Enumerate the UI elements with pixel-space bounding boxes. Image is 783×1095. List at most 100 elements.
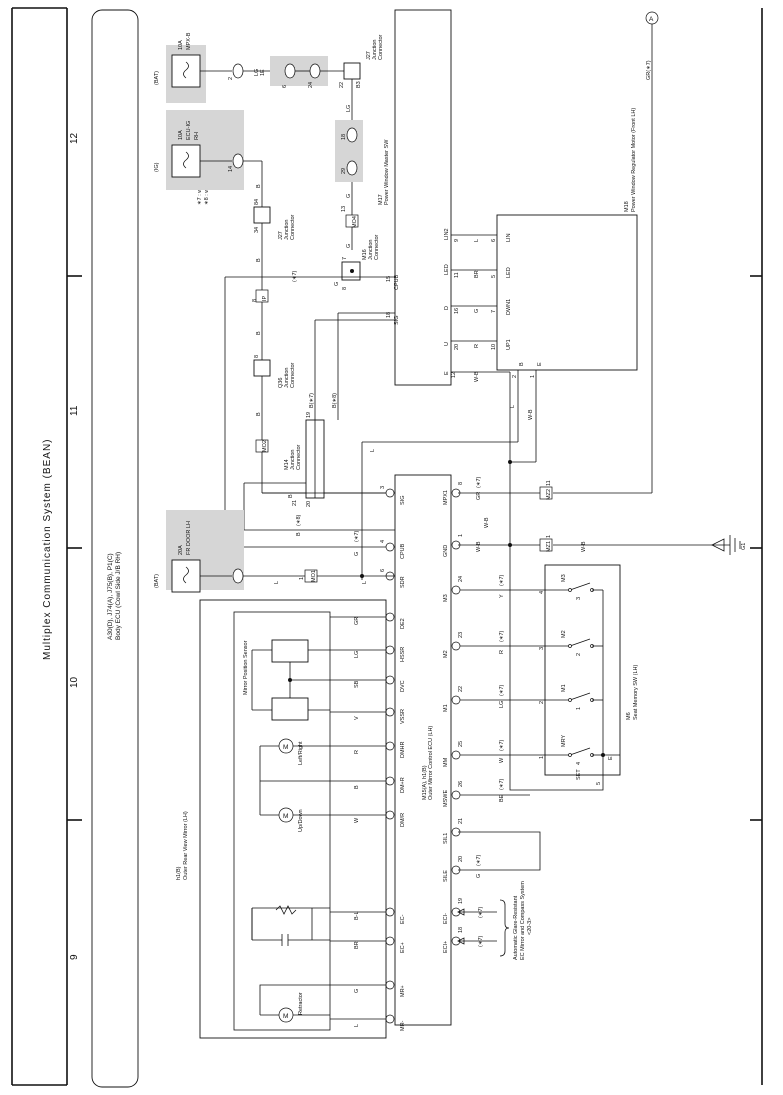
ecu-pin-connector bbox=[385, 1014, 395, 1024]
ecu-pin-connector bbox=[385, 907, 395, 917]
connector-r4b bbox=[346, 160, 358, 176]
wire-note-s8: (∗8) bbox=[296, 515, 302, 526]
ecu-pin-vssr: VSSR bbox=[400, 709, 406, 724]
h1-name: Outer Rear View Mirror (LH) bbox=[183, 811, 189, 880]
junction-q36 bbox=[253, 359, 271, 377]
ecu-pin-connector bbox=[451, 585, 461, 595]
ec-mirror-line3: <20-3> bbox=[527, 918, 533, 935]
connector-mz2 bbox=[539, 486, 553, 500]
ecu-pin-num: 6 bbox=[380, 569, 386, 572]
ecu-pin-connector bbox=[451, 641, 461, 651]
junction-j27a bbox=[343, 62, 361, 80]
pin-24: 24 bbox=[308, 82, 314, 88]
ground-g1-symbol bbox=[729, 535, 741, 555]
m17-num-16: 16 bbox=[454, 308, 460, 314]
connector-label-ip: IP bbox=[262, 295, 268, 301]
m17-pin-led: LED bbox=[444, 264, 450, 275]
pin-7: 7 bbox=[342, 257, 348, 260]
connector-label-mo2: MO2 bbox=[262, 440, 268, 452]
wire-color-wb-gnd: W-B bbox=[476, 541, 482, 552]
seat-switch-label: MRY bbox=[561, 735, 567, 747]
ecu-pin-connector bbox=[451, 790, 461, 800]
ecu-pin-connector bbox=[385, 612, 395, 622]
ec-mirror-line1: Automatic Glare-Resistant bbox=[513, 895, 519, 960]
m6-e: E bbox=[608, 756, 614, 760]
switch-pivot bbox=[568, 644, 572, 648]
seat-switch-pin: 2 bbox=[539, 701, 545, 704]
ecu-pin-dvc: DVC bbox=[400, 680, 406, 692]
wire-color: LG bbox=[499, 701, 505, 708]
switch-pivot bbox=[568, 588, 572, 592]
wire-dot bbox=[288, 678, 292, 682]
wire-color-g2: G bbox=[334, 282, 340, 286]
ecu-pin-mr-: MR- bbox=[400, 1020, 406, 1031]
ecu-pin-connector bbox=[385, 936, 395, 946]
m17-num-15: 15 bbox=[386, 276, 392, 282]
wire-note-s7-mpx: (∗7) bbox=[476, 477, 482, 488]
wire-color-lg: LG bbox=[254, 69, 260, 76]
wire-color-g3: G bbox=[354, 552, 360, 556]
ecu-pin-gnd: GND bbox=[443, 545, 449, 557]
retractor-label: Retractor bbox=[298, 992, 304, 1015]
wire bbox=[458, 831, 541, 871]
wire-dot bbox=[601, 753, 605, 757]
seat-memory-switch bbox=[544, 564, 621, 776]
motor-lr-symbol: M bbox=[283, 744, 288, 751]
j27a-id: J27 bbox=[366, 51, 372, 60]
body-ecu-box bbox=[91, 9, 139, 1088]
m18-pin-up1: UP1 bbox=[506, 339, 512, 350]
wire-color-g-dwn: G bbox=[474, 309, 480, 313]
wire-note-s7-cpub: (∗7) bbox=[354, 531, 360, 542]
mirror-position-sensor-label: Mirror Position Sensor bbox=[243, 640, 249, 695]
seat-switch-label: M2 bbox=[561, 630, 567, 638]
wire-color-wb-gnd2: W-B bbox=[581, 541, 587, 552]
wire-note: (∗7) bbox=[499, 575, 505, 586]
pin-34: 34 bbox=[254, 227, 260, 233]
pin-2: 2 bbox=[228, 77, 234, 80]
fuse-ecuig-source: (IG) bbox=[154, 162, 160, 172]
wire-color-b-s7: B(∗7) bbox=[309, 393, 315, 408]
connector-label-mz1: MZ1 bbox=[546, 541, 552, 552]
ecu-pin-num: 23 bbox=[458, 632, 464, 638]
wire-note-s7-top: (∗7) bbox=[292, 271, 298, 282]
wire-color: W bbox=[499, 757, 505, 763]
motor-retractor-symbol: M bbox=[283, 1013, 288, 1020]
m18-num-7: 7 bbox=[491, 310, 497, 313]
wire-color-wb-e2: W-B bbox=[528, 409, 534, 420]
wire-color: LG bbox=[354, 651, 360, 658]
wire-color-b6: B bbox=[296, 532, 302, 536]
ecu-pin-connector bbox=[385, 980, 395, 990]
wire-color-g-sile: G bbox=[476, 874, 482, 878]
switch-contact bbox=[569, 582, 591, 591]
ecu-pin-dm+r: DM+R bbox=[400, 777, 406, 793]
ecu-pin-connector bbox=[385, 488, 395, 498]
m18-pin-dwn1: DWN1 bbox=[506, 299, 512, 315]
switch-pivot bbox=[568, 698, 572, 702]
ecu-pin-connector bbox=[385, 707, 395, 717]
ecu-pin-num: 26 bbox=[458, 781, 464, 787]
seat-switches: Y(∗7)M334R(∗7)M223LG(∗7)M112W(∗7)MRY41SE… bbox=[460, 574, 603, 802]
q36-name2: Connector bbox=[290, 362, 296, 388]
fuse-mpxb-box bbox=[171, 54, 201, 88]
wire-color: Y bbox=[499, 594, 505, 598]
seat-switch-set: SET bbox=[576, 769, 582, 780]
position-sensor-upper bbox=[271, 639, 309, 663]
wire-color: GR bbox=[354, 617, 360, 625]
fuse-ecuig-name2: RH bbox=[194, 132, 200, 140]
m18-pin-lin: LIN bbox=[506, 233, 512, 242]
m6-name: Seat Memory SW (LH) bbox=[633, 665, 639, 720]
ecu-pin-eci+: ECI+ bbox=[443, 941, 449, 953]
wire-color: G bbox=[354, 989, 360, 993]
seat-switch-pin: 1 bbox=[539, 756, 545, 759]
ecu-right-pins: MPX18GND1M324M223M122MM25MSWE26SIL121SIL… bbox=[443, 482, 464, 953]
m17-pin-cpub: CPUB bbox=[394, 274, 400, 290]
ref-a-label: A bbox=[649, 16, 654, 23]
wire-color: BR bbox=[354, 941, 360, 949]
fuse-frdoor-source: (BAT) bbox=[154, 574, 160, 588]
m18-num-2: 2 bbox=[512, 375, 518, 378]
ecu-pin-connector bbox=[385, 645, 395, 655]
ecu-pin-ec-: EC- bbox=[400, 914, 406, 924]
m17-num-20: 20 bbox=[454, 344, 460, 350]
m18-num-10: 10 bbox=[491, 344, 497, 350]
pin-21: 21 bbox=[292, 500, 298, 506]
